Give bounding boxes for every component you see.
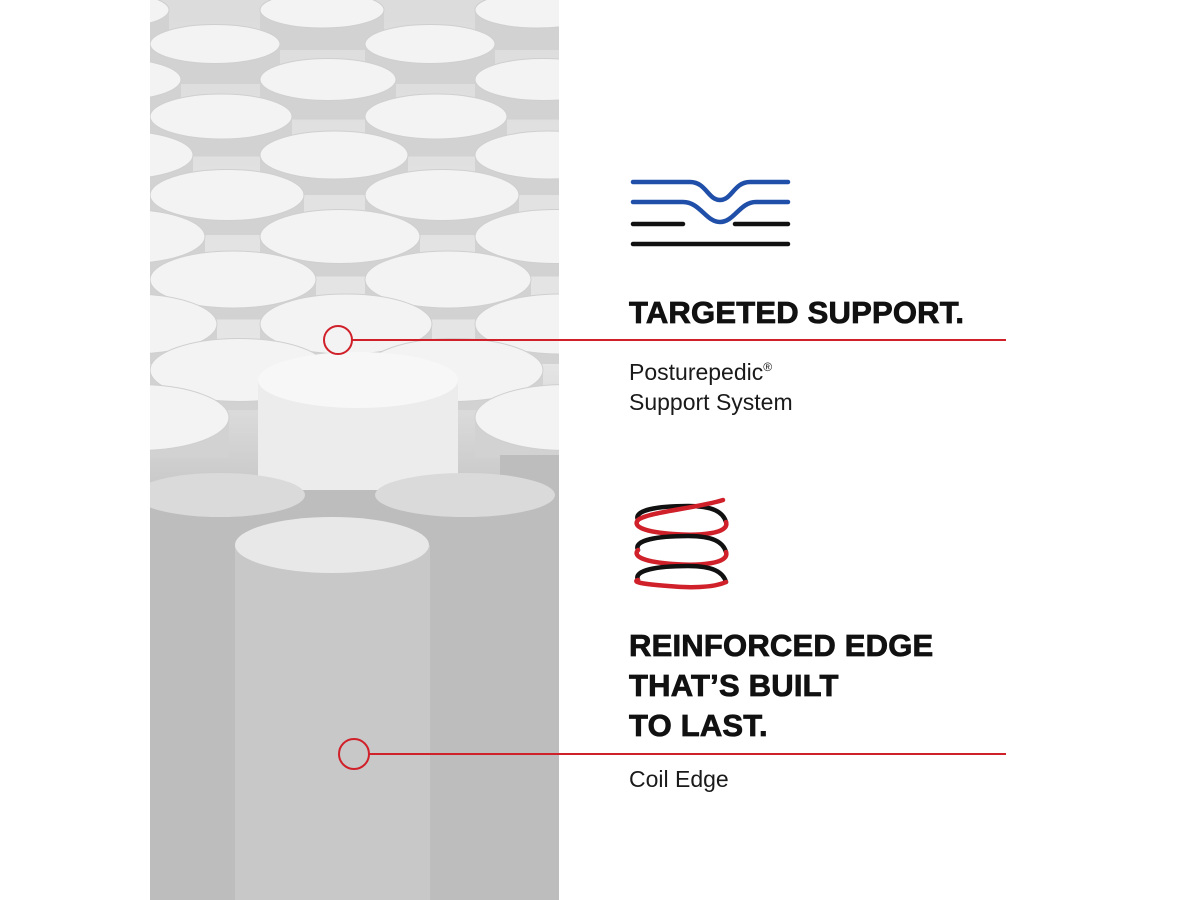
coil-top [259, 0, 385, 29]
coil-top [150, 384, 230, 451]
pocketed-coil-photo [150, 0, 559, 900]
coil-top [150, 250, 317, 309]
coil-top [364, 169, 520, 221]
coil-top [259, 58, 397, 101]
coil-top [259, 130, 409, 180]
coil-body [235, 545, 430, 900]
coil-top [474, 293, 559, 355]
heading-line: THAT’S BUILT [629, 668, 839, 704]
heading-line: TO LAST. [629, 708, 768, 744]
coil-top [150, 169, 305, 221]
coil-illustration [150, 0, 559, 900]
subtitle-line: Support System [629, 389, 793, 415]
feature-subtitle-posturepedic: Posturepedic® Support System [629, 352, 793, 417]
coil-top [150, 61, 182, 98]
coil-spring-icon [634, 497, 729, 590]
coil-top [474, 209, 559, 264]
coil-top [474, 384, 559, 451]
coil-top [259, 209, 421, 264]
coil-top [150, 24, 281, 64]
heading-line: REINFORCED EDGE [629, 628, 934, 664]
coil-top [150, 294, 218, 354]
coil-top [258, 352, 458, 408]
coil-top [474, 0, 559, 29]
coil-body [500, 455, 559, 900]
coil-top [150, 0, 170, 24]
feature-heading-reinforced-edge: REINFORCED EDGE THAT’S BUILT TO LAST. [629, 626, 934, 746]
subtitle-line: Coil Edge [629, 766, 729, 792]
coil-top [150, 473, 305, 517]
coil-top [235, 517, 429, 573]
coil-top [375, 473, 555, 517]
registered-mark: ® [763, 360, 773, 374]
coil-top [474, 58, 559, 101]
coil-top [474, 130, 559, 180]
targeted-support-icon [630, 179, 791, 247]
coil-top [150, 132, 194, 178]
coil-top [150, 93, 293, 140]
heading-line: TARGETED SUPPORT. [629, 295, 965, 331]
feature-subtitle-coil-edge: Coil Edge [629, 764, 729, 794]
coil-top [364, 250, 532, 309]
coil-top [150, 210, 206, 263]
feature-heading-targeted-support: TARGETED SUPPORT. [629, 293, 965, 333]
subtitle-line: Posturepedic® [629, 359, 773, 385]
coil-top [364, 93, 508, 140]
coil-top [364, 24, 496, 64]
